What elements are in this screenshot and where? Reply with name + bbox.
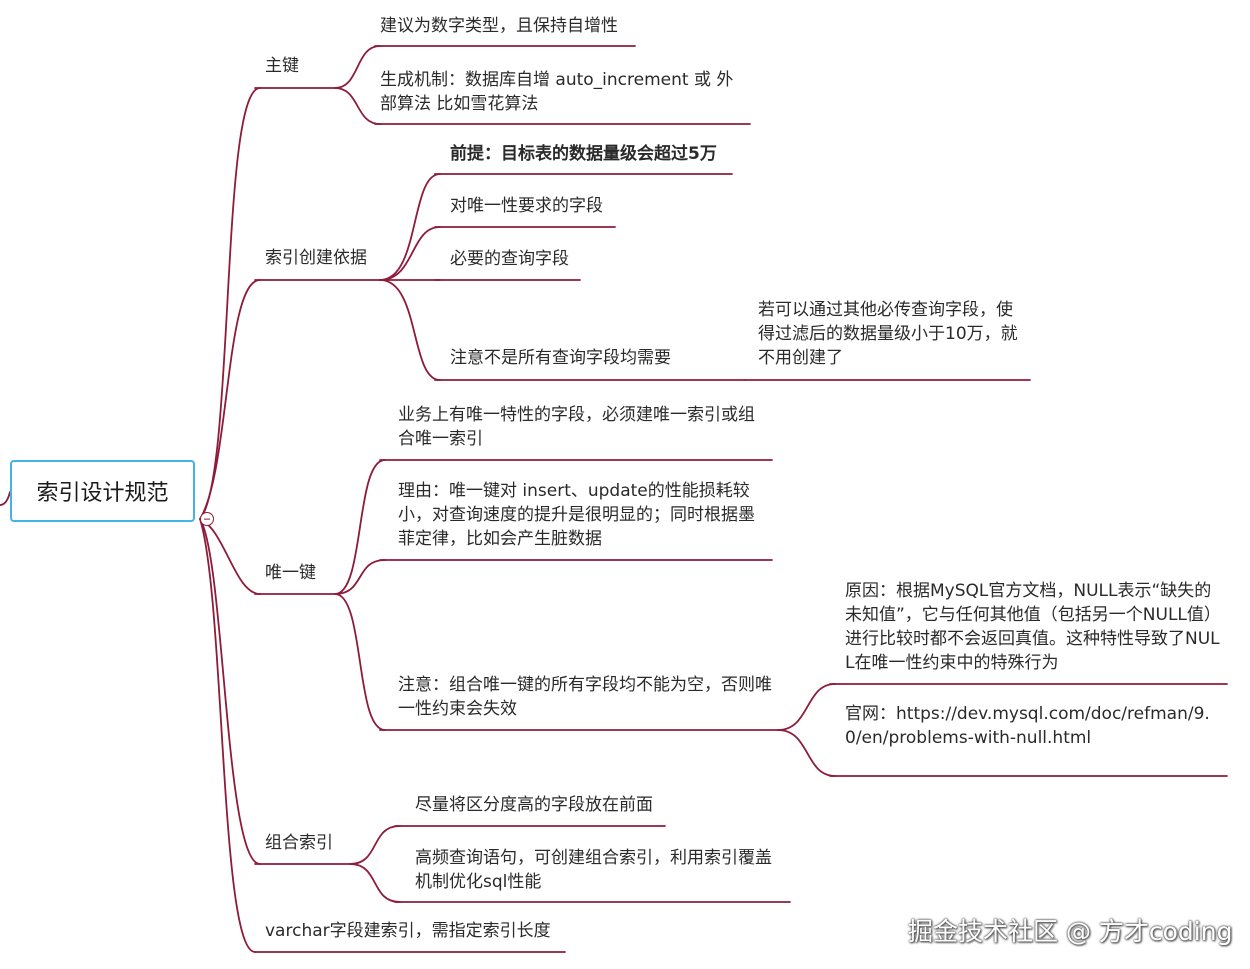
link-ci-1 — [349, 825, 401, 865]
link-uk-note-2 — [777, 729, 836, 777]
ib-item-unique-fields[interactable]: 对唯一性要求的字段 — [450, 196, 603, 216]
pk-item-numeric[interactable]: 建议为数字类型，且保持自增性 — [380, 16, 618, 36]
root-topic[interactable]: 索引设计规范 — [10, 460, 195, 522]
ci-item-selectivity[interactable]: 尽量将区分度高的字段放在前面 — [415, 795, 653, 815]
topic-varchar-index[interactable]: varchar字段建索引，需指定索引长度 — [265, 921, 551, 941]
link-pk-2 — [334, 87, 381, 125]
link-ib-1 — [379, 173, 441, 281]
watermark: 掘金技术社区 @ 方才coding — [908, 917, 1233, 946]
ib-note-detail[interactable]: 若可以通过其他必传查询字段，使得过滤后的数据量级小于10万，就不用创建了 — [758, 300, 1018, 368]
link-root-primary-key — [199, 87, 261, 520]
link-root-index-basis — [199, 279, 261, 520]
ib-item-query-fields[interactable]: 必要的查询字段 — [450, 249, 569, 269]
link-ib-4 — [379, 279, 441, 381]
link-pk-1 — [334, 45, 381, 89]
link-ci-2 — [349, 863, 401, 903]
topic-primary-key[interactable]: 主键 — [265, 56, 299, 76]
pk-item-generation[interactable]: 生成机制：数据库自增 auto_increment 或 外部算法 比如雪花算法 — [380, 70, 734, 114]
ci-item-covering[interactable]: 高频查询语句，可创建组合索引，利用索引覆盖机制优化sql性能 — [415, 848, 772, 892]
link-ib-2 — [379, 226, 441, 281]
uk-item-reason[interactable]: 理由：唯一键对 insert、update的性能损耗较小，对查询速度的提升是很明… — [398, 481, 755, 549]
uk-item-note[interactable]: 注意：组合唯一键的所有字段均不能为空，否则唯一性约束会失效 — [398, 675, 772, 719]
ib-item-note[interactable]: 注意不是所有查询字段均需要 — [450, 348, 671, 368]
link-uk-1 — [334, 459, 386, 595]
collapse-toggle-icon[interactable]: − — [200, 512, 214, 526]
link-uk-3 — [334, 593, 386, 731]
topic-index-basis[interactable]: 索引创建依据 — [265, 248, 367, 268]
link-root-composite — [199, 518, 261, 865]
root-label: 索引设计规范 — [36, 481, 169, 506]
link-root-unique-key — [199, 518, 261, 595]
topic-unique-key[interactable]: 唯一键 — [265, 563, 316, 583]
uk-item-business[interactable]: 业务上有唯一特性的字段，必须建唯一索引或组合唯一索引 — [398, 405, 755, 449]
uk-note-official-link[interactable]: 官网：https://dev.mysql.com/doc/refman/9.0/… — [845, 704, 1210, 748]
link-uk-note-1 — [777, 683, 836, 731]
link-root-varchar — [199, 518, 256, 953]
link-uk-2 — [334, 559, 386, 595]
uk-note-reason[interactable]: 原因：根据MySQL官方文档，NULL表示“缺失的未知值”，它与任何其他值（包括… — [845, 581, 1221, 673]
root-left-stub — [0, 491, 11, 506]
topic-composite-index[interactable]: 组合索引 — [265, 833, 333, 853]
ib-item-premise[interactable]: 前提：目标表的数据量级会超过5万 — [450, 144, 717, 164]
